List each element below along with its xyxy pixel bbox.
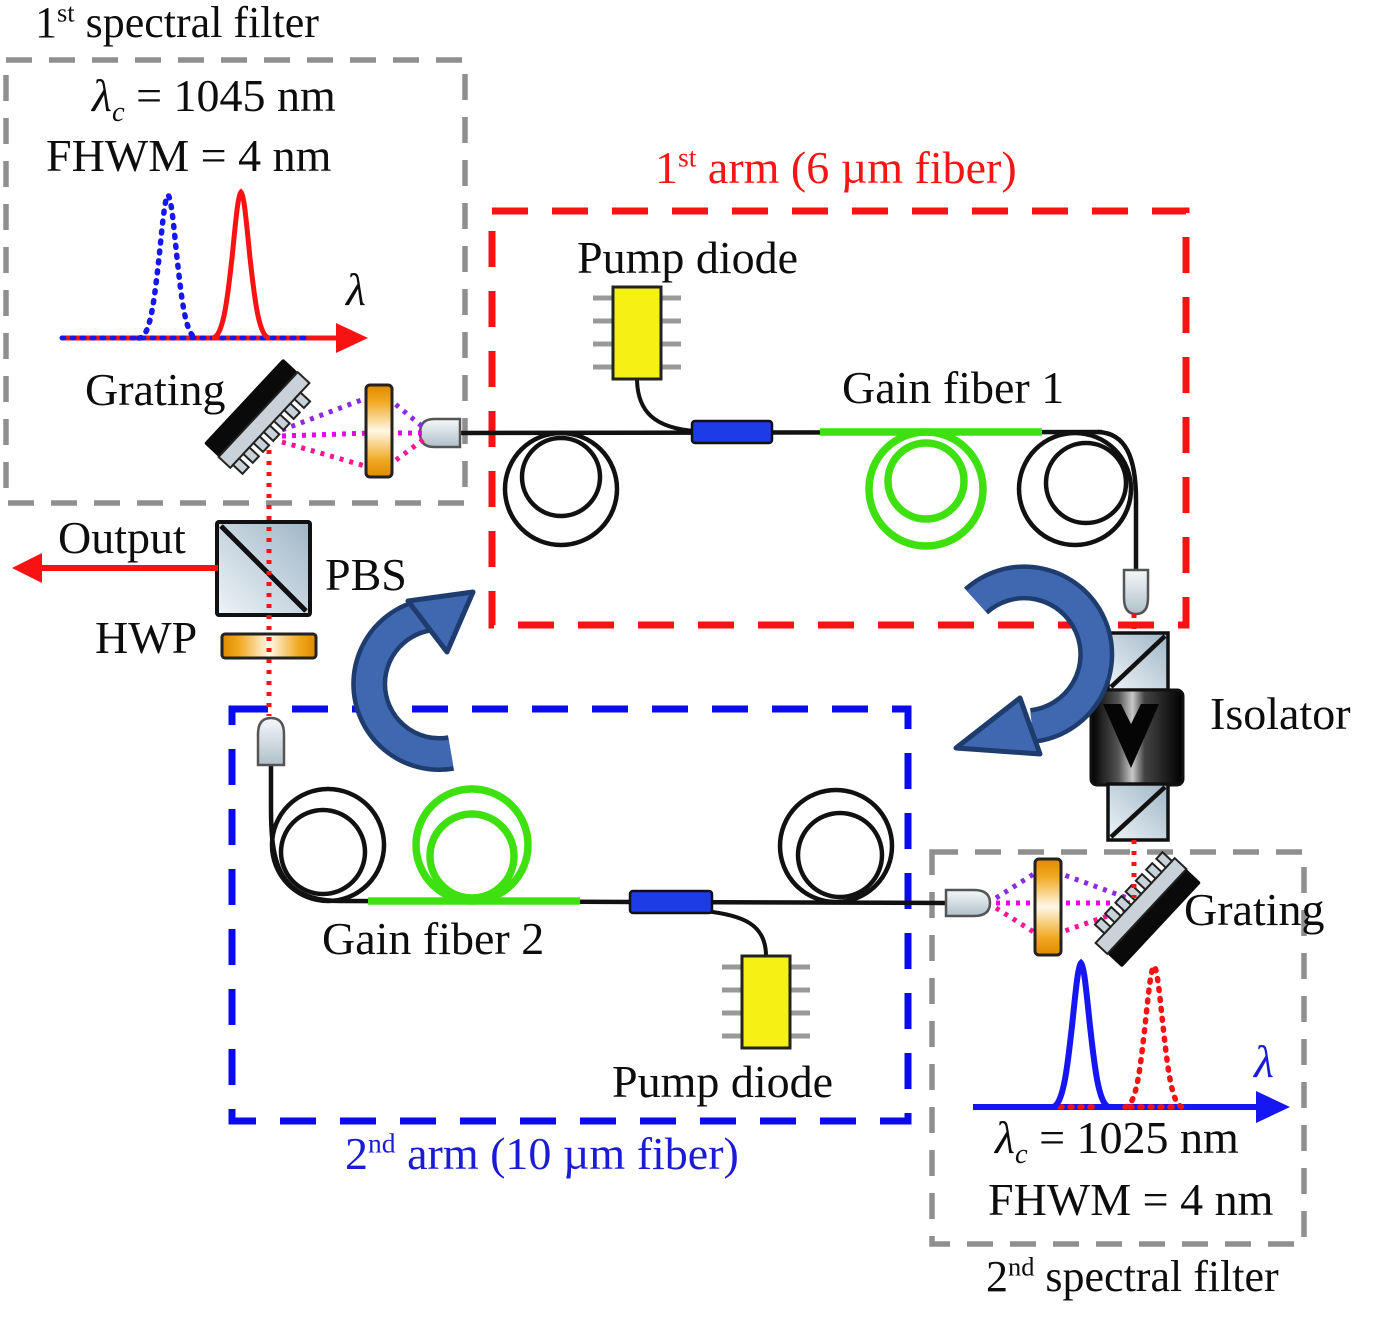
arm1-title: 1st arm (6 µm fiber): [655, 141, 1017, 193]
filter2-center-wavelength: λc = 1025 nm: [995, 1112, 1239, 1171]
fiber-coil: [278, 807, 368, 897]
fiber-coil: [502, 430, 620, 548]
pump-diode-pins: [593, 295, 681, 370]
lens-2: [1033, 857, 1063, 957]
gain-fiber-2: [368, 785, 580, 905]
pump-diode-pins: [722, 964, 810, 1039]
filter2-title: 2nd spectral filter: [986, 1251, 1279, 1301]
collimator-3: [256, 716, 286, 767]
collimator-1: [418, 417, 462, 449]
grating-2-label: Grating: [1184, 884, 1325, 935]
pump-diode-2-label: Pump diode: [612, 1056, 834, 1107]
isolator: [1089, 631, 1185, 842]
collimator-2: [1122, 568, 1150, 616]
pump-fiber-1: [635, 377, 696, 433]
circulation-arrow-left: [351, 589, 476, 772]
filter2-border: [929, 849, 1307, 1247]
fiber-coil: [1016, 430, 1134, 548]
filter2-fwhm: FHWM = 4 nm: [988, 1174, 1274, 1225]
filter1-fwhm: FHWM = 4 nm: [46, 130, 332, 181]
spectrum1-red-peak: [211, 188, 271, 341]
spectrum-2: [973, 958, 1290, 1123]
spectrum1-axis-label: λ: [346, 264, 366, 315]
collimator-4: [944, 888, 992, 918]
pbs-label: PBS: [325, 549, 407, 600]
pump-diode-1: [593, 285, 681, 381]
spectrum2-red-peak: [1122, 962, 1186, 1110]
arm1-border: [488, 207, 1190, 629]
filter1-center-wavelength: λc = 1045 nm: [92, 70, 336, 129]
gain-fiber-2-label: Gain fiber 2: [322, 913, 545, 964]
fiber-arm1: [457, 429, 1139, 572]
fiber-coil: [795, 810, 885, 900]
output-label: Output: [58, 512, 186, 563]
isolator-label: Isolator: [1210, 688, 1351, 739]
spectrum-1: [59, 188, 368, 353]
grating-1-label: Grating: [85, 364, 226, 415]
filter1-title: 1st spectral filter: [35, 0, 319, 47]
lens-1: [364, 383, 394, 479]
pump-coupler-2: [628, 889, 714, 915]
gain-fiber-1: [820, 428, 1042, 550]
filter1-border: [3, 57, 468, 506]
fiber-coil: [777, 787, 895, 905]
spectrum2-axis-label: λ: [1254, 1036, 1274, 1087]
pbs-cube: [215, 520, 312, 617]
circulation-arrow-right: [953, 564, 1115, 757]
gain-fiber-1-label: Gain fiber 1: [842, 362, 1065, 413]
fiber-coil: [1043, 440, 1129, 526]
fiber-coil: [269, 786, 387, 904]
spectrum2-axis-arrowhead: [1256, 1091, 1290, 1123]
fiber-coil: [519, 435, 603, 519]
pump-diode-1-label: Pump diode: [577, 232, 799, 283]
pump-fiber-2: [703, 909, 768, 957]
fiber-arm2: [268, 763, 949, 906]
arm2-title: 2nd arm (10 µm fiber): [345, 1127, 739, 1179]
pump-coupler-1: [690, 419, 774, 445]
output-arrow: [12, 553, 218, 583]
spectrum1-axis-arrowhead: [336, 323, 368, 353]
pump-diode-2: [722, 954, 810, 1050]
isolator-arrow-icon: [1103, 704, 1159, 768]
spectrum2-blue-peak: [1050, 958, 1112, 1110]
red-beam-dotted: [266, 450, 1137, 898]
spectrum1-blue-peak: [136, 191, 200, 341]
hwp-plate: [220, 632, 318, 660]
dispersed-rays-1: [281, 393, 426, 471]
hwp-label: HWP: [95, 612, 198, 663]
